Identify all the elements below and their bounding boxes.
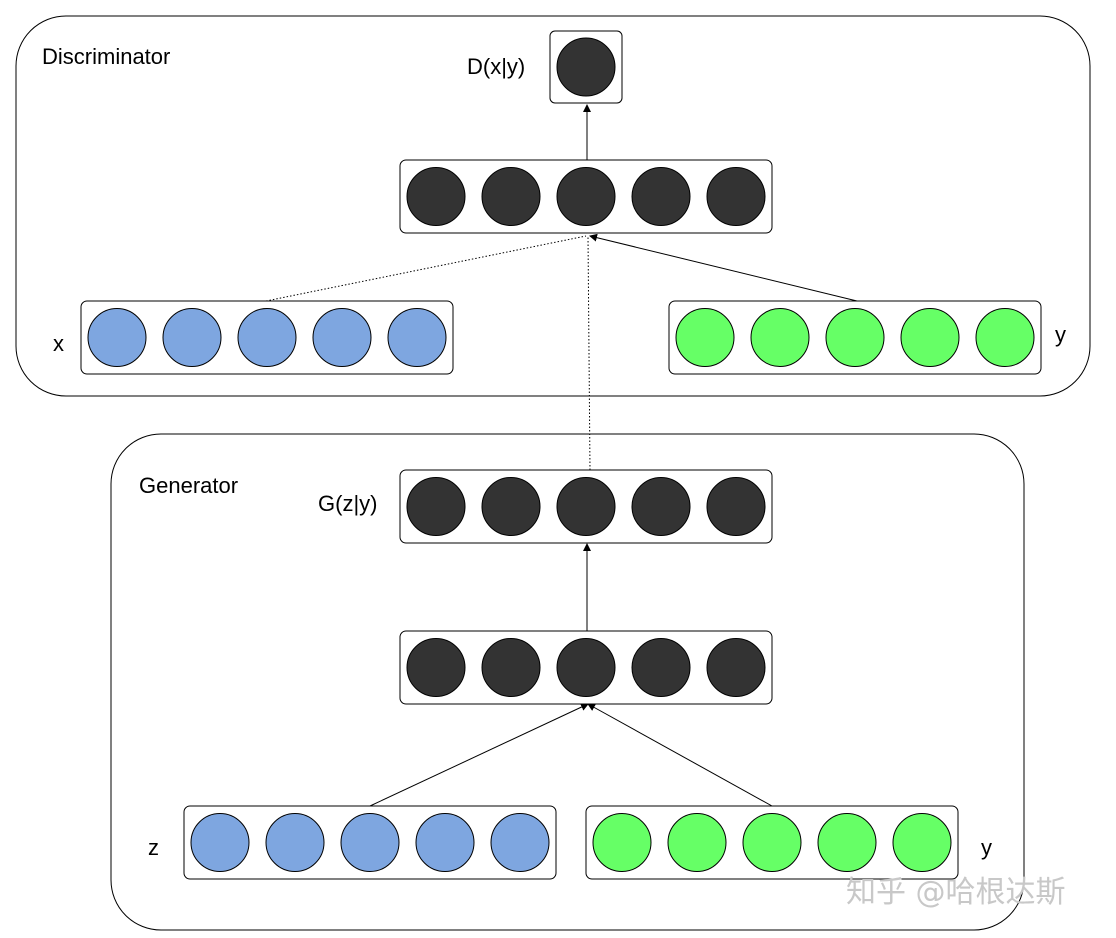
generator-input-z-label: z: [148, 835, 159, 860]
generator-input-y-label: y: [981, 835, 992, 860]
discriminator-input-x-layer: [80, 300, 454, 375]
discriminator-input-y-layer-node: [900, 308, 960, 367]
discriminator-output-label: D(x|y): [467, 54, 525, 79]
generator-input-z-layer-node: [340, 813, 400, 872]
discriminator-hidden-layer-node: [406, 167, 466, 226]
discriminator-input-y-layer-node: [750, 308, 810, 367]
generator-output-layer-node: [706, 477, 766, 536]
edge-z-to-gen-hidden: [369, 703, 589, 807]
edge-gen-output-to-disc-hidden: [587, 235, 591, 471]
generator-input-y-layer-node: [817, 813, 877, 872]
generator-input-z-layer-node: [190, 813, 250, 872]
discriminator-output: [549, 30, 623, 104]
generator-hidden-layer-node: [406, 638, 466, 697]
discriminator-input-x-layer-node: [162, 308, 222, 367]
generator-input-y-layer: [585, 805, 959, 880]
generator-output-layer-node: [556, 477, 616, 536]
generator-output-layer: [399, 469, 773, 544]
generator-input-z-layer-node: [415, 813, 475, 872]
discriminator-input-y-layer-node: [975, 308, 1035, 367]
generator-output-layer-node: [481, 477, 541, 536]
generator-hidden-layer-node: [706, 638, 766, 697]
generator-hidden-layer: [399, 630, 773, 705]
generator-hidden-layer-node: [481, 638, 541, 697]
discriminator-input-y-label: y: [1055, 322, 1066, 347]
generator-title: Generator: [139, 473, 238, 498]
generator-output-label: G(z|y): [318, 491, 377, 516]
discriminator-input-y-layer-node: [675, 308, 735, 367]
discriminator-input-x-layer-node: [87, 308, 147, 367]
generator-input-y-layer-node: [892, 813, 952, 872]
discriminator-input-y-layer-node: [825, 308, 885, 367]
edge-y-to-disc-hidden: [589, 233, 858, 302]
discriminator-input-x-layer-node: [237, 308, 297, 367]
discriminator-hidden-layer: [399, 159, 773, 234]
discriminator-hidden-layer-node: [706, 167, 766, 226]
generator-hidden-layer-node: [556, 638, 616, 697]
discriminator-hidden-layer-node: [481, 167, 541, 226]
generator-output-layer-node: [631, 477, 691, 536]
discriminator-hidden-layer-node: [631, 167, 691, 226]
discriminator-input-x-layer-node: [312, 308, 372, 367]
discriminator-title: Discriminator: [42, 44, 170, 69]
connections: [265, 104, 858, 807]
generator-hidden-layer-node: [631, 638, 691, 697]
generator-input-y-layer-node: [592, 813, 652, 872]
generator-input-z-layer-node: [490, 813, 550, 872]
generator-input-y-layer-node: [742, 813, 802, 872]
generator-input-z-layer: [183, 805, 557, 880]
discriminator-output-node: [556, 37, 616, 97]
generator-input-y-layer-node: [667, 813, 727, 872]
discriminator-input-x-layer-node: [387, 308, 447, 367]
discriminator-hidden-layer-node: [556, 167, 616, 226]
generator-input-z-layer-node: [265, 813, 325, 872]
watermark: 知乎 @哈根达斯: [846, 875, 1066, 910]
layers: [80, 159, 1042, 880]
edge-y-to-gen-hidden: [587, 703, 773, 807]
discriminator-input-x-label: x: [53, 331, 64, 356]
discriminator-input-y-layer: [668, 300, 1042, 375]
generator-output-layer-node: [406, 477, 466, 536]
